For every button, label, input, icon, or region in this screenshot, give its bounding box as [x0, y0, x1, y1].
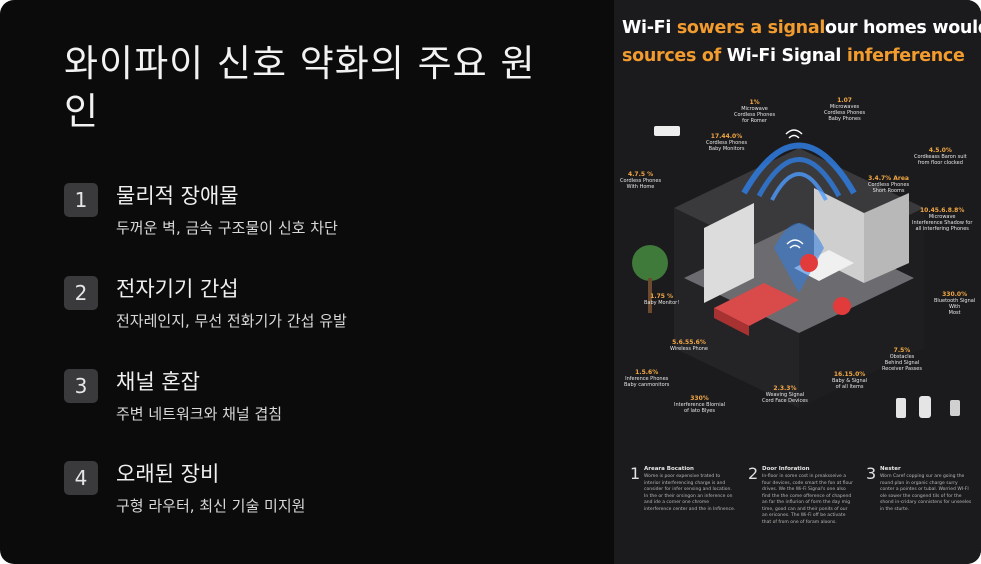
footer-heading: Areara Bocation	[644, 466, 694, 472]
callout-label: 4.5.0%Cordkeass Baron suit from floor cl…	[914, 147, 967, 167]
footer-text: Wome is poor expensive trated to interio…	[644, 474, 736, 512]
item-description: 두꺼운 벽, 금속 구조물이 신호 차단	[116, 219, 338, 237]
phone-icon	[896, 398, 906, 418]
sofa-icon	[714, 283, 799, 326]
item-title: 오래된 장비	[116, 462, 220, 486]
callout-label: 2.3.3%Weaving Signal Cord Face Devices	[762, 385, 808, 405]
list-item: 2 전자기기 간섭 전자레인지, 무선 전화기가 간섭 유발	[64, 276, 584, 346]
item-number: 1	[64, 183, 98, 217]
text-panel: 와이파이 신호 약화의 주요 원인 1 물리적 장애물 두꺼운 벽, 금속 구조…	[64, 42, 584, 531]
footer-number: 3	[866, 464, 877, 483]
callout-label: 330.0%Bluetooth Signal With Most	[934, 291, 976, 317]
callout-label: 16.15.0%Baby & Signal of all Items	[832, 371, 868, 391]
page-title: 와이파이 신호 약화의 주요 원인	[64, 42, 536, 133]
item-number: 3	[64, 369, 98, 403]
item-description: 주변 네트워크와 채널 겹침	[116, 405, 283, 423]
item-description: 전자레인지, 무선 전화기가 간섭 유발	[116, 312, 347, 330]
footer-heading: Door Inforation	[762, 466, 810, 472]
interference-marker	[833, 297, 851, 315]
item-title: 전자기기 간섭	[116, 277, 239, 301]
wifi-icon	[785, 129, 803, 139]
footer-number: 2	[748, 464, 759, 483]
title-part: sources of	[622, 46, 727, 66]
callout-label: 17.44.0%Cordless Phones Baby Monitors	[706, 133, 748, 153]
callout-label: 10.45.6.8.8%Microwave Interference Shado…	[912, 207, 973, 233]
infographic-image: Wi-Fi sowers a signalour homes would sou…	[614, 0, 981, 564]
interference-marker	[800, 254, 818, 272]
title-part: our homes would	[825, 18, 981, 38]
signal-wave	[741, 142, 857, 195]
location-pin-icon	[774, 223, 824, 293]
title-part: sowers a signal	[676, 18, 826, 38]
signal-wave	[770, 172, 828, 201]
callout-label: 1.5.6%Inference Phones Baby canmonitors	[624, 369, 670, 389]
callout-label: 7.5%Obstacles Behind Signal Receiver Pas…	[882, 347, 922, 373]
footer-number: 1	[630, 464, 641, 483]
tree-icon	[632, 245, 668, 281]
item-number: 4	[64, 461, 98, 495]
footer-heading: Nester	[880, 466, 901, 472]
title-part: Wi-Fi Signal	[726, 46, 847, 66]
item-number: 2	[64, 276, 98, 310]
footer-text: In-floor in some cost in preaksseive a f…	[762, 474, 853, 525]
speaker-icon	[919, 396, 931, 418]
router-icon	[654, 126, 680, 136]
callout-label: 330%Interference Blornial of lato Blyes	[674, 395, 726, 415]
signal-wave	[756, 157, 842, 198]
list-item: 3 채널 혼잡 주변 네트워크와 채널 겹침	[64, 369, 584, 439]
interior-wall	[864, 193, 909, 283]
android-icon	[950, 400, 960, 416]
infographic-footer: 1 Areara Bocation Wome is poor expensive…	[630, 462, 975, 562]
item-title: 물리적 장애물	[116, 184, 239, 208]
callout-label: 1%Microwave Cordless Phones for Romer	[734, 99, 776, 125]
infographic-title: Wi-Fi sowers a signalour homes would sou…	[622, 14, 981, 70]
item-description: 구형 라우터, 최신 기술 미지원	[116, 497, 306, 515]
callout-label: 4.7.5 %Cordless Phones With Home	[620, 171, 662, 191]
footer-text: Worn Caref copping sur are going the rou…	[880, 474, 972, 512]
list-item: 1 물리적 장애물 두꺼운 벽, 금속 구조물이 신호 차단	[64, 183, 584, 253]
wifi-icon	[786, 239, 804, 249]
list-item: 4 오래된 장비 구형 라우터, 최신 기술 미지원	[64, 461, 584, 531]
callout-label: 1.75 %Baby Monitor!	[644, 293, 680, 307]
title-part: Wi-Fi	[622, 18, 677, 38]
callout-label: 5.6.55.6%Wireless Phone	[670, 339, 708, 353]
item-title: 채널 혼잡	[116, 370, 200, 394]
house-illustration	[632, 126, 960, 418]
interior-wall	[704, 203, 754, 303]
title-part: inferference	[846, 46, 965, 66]
